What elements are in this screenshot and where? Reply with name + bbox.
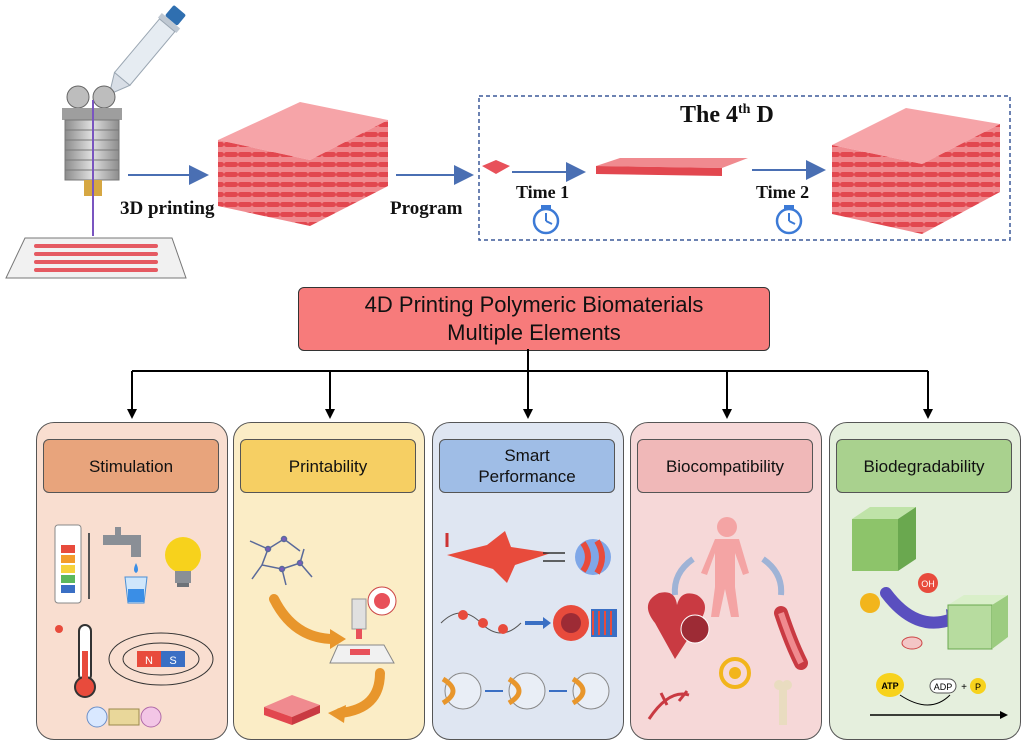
capillary-icon [647,690,690,720]
degradation-arrow-icon [880,587,958,629]
connector-tree [127,349,933,419]
svg-text:ATP: ATP [881,681,898,691]
title-box: 4D Printing Polymeric Biomaterials Multi… [298,287,770,351]
label-3d-printing: 3D printing [120,198,215,219]
title-line-2: Multiple Elements [447,320,621,345]
print-head-icon [62,85,122,236]
svg-text:OH: OH [921,579,935,589]
flow-arrow-icon [269,594,339,644]
workflow-illustration [5,5,1011,279]
stimulation-illustration: N S [54,524,214,728]
svg-text:N: N [145,655,153,667]
biodegradability-illustration: OH ATP ADP + P [852,507,1008,719]
panel-stimulation: N S Stimulation [36,422,228,740]
smart-performance-illustration [440,531,617,710]
panel-header-printability: Printability [240,439,416,493]
printability-illustration [249,535,397,725]
fourth-d-box [478,95,1011,241]
enzyme-icon [86,706,162,728]
panel-header-stimulation: Stimulation [43,439,219,493]
label-program: Program [390,198,463,219]
label-time-2: Time 2 [756,182,810,202]
degraded-block-icon [947,595,1008,650]
printed-scaffold-icon [264,695,320,725]
blood-vessel-icon [774,606,808,670]
biocompatibility-illustration [647,517,808,725]
atp-reaction-icon: ATP ADP + P [870,673,1008,719]
label-time-1: Time 1 [516,182,570,202]
print-bed-icon [5,237,187,279]
label-fourth-d: The 4th D [680,102,774,128]
svg-text:ADP: ADP [934,682,953,692]
magnet-icon: N S [108,632,214,686]
enzyme-sun-icon [860,593,880,613]
sample-sequence-icon [441,672,610,710]
clock-icon [775,205,803,235]
flat-sample-icon [482,160,510,174]
syringe-icon [108,5,186,96]
svg-text:S: S [169,655,176,667]
porous-block-icon [852,507,916,571]
cell-icon [719,657,751,689]
panel-header-biodegradability: Biodegradability [836,439,1012,493]
shape-morph-icon [445,531,611,583]
water-tap-icon [103,527,148,604]
heart-icon [647,592,710,659]
scaffold-4d-icon [832,108,1000,234]
panel-header-biocompatibility: Biocompatibility [637,439,813,493]
sheet-sample-icon [596,158,748,168]
molecular-chain-icon [440,605,617,641]
panel-printability: Printability [233,422,425,740]
thermometer-icon [55,624,96,698]
panel-biocompatibility: Biocompatibility [630,422,822,740]
light-bulb-icon [165,537,201,587]
ph-strip-icon [54,524,90,604]
svg-text:P: P [975,682,981,692]
svg-text:+: + [961,682,967,693]
hydroxide-icon [918,573,938,593]
scaffold-3d-icon [218,102,388,226]
panel-biodegradability: OH ATP ADP + P [829,422,1021,740]
clock-icon [532,205,560,235]
polymer-network-icon [249,535,313,586]
human-body-icon [701,517,749,617]
nozzle-icon [329,586,397,664]
title-line-1: 4D Printing Polymeric Biomaterials [364,292,704,317]
bone-icon [774,680,792,725]
